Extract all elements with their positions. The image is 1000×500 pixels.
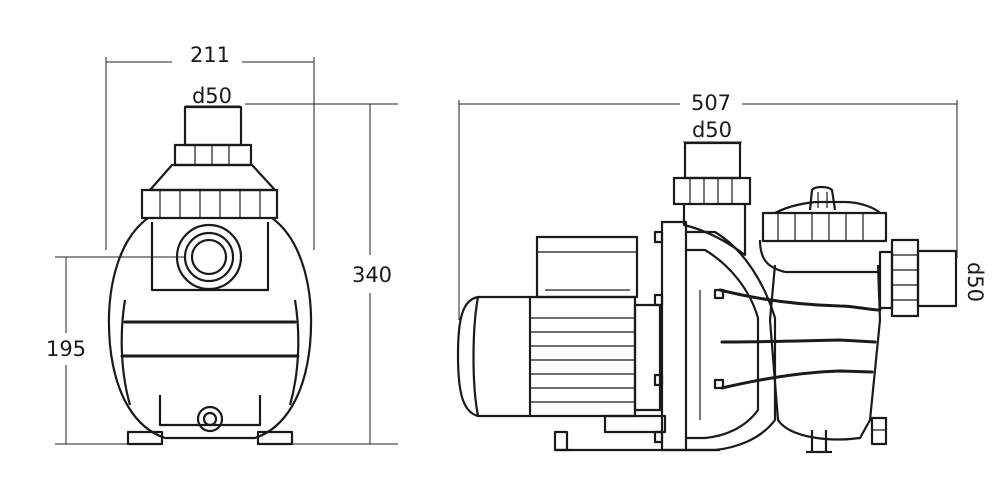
front-view: 211 d50 340 195: [46, 43, 398, 446]
front-pump-housing: [107, 217, 313, 446]
dim-front-inlet-height-label: 195: [46, 337, 86, 361]
dim-front-height: 340: [245, 103, 398, 445]
front-drain-plug: [196, 405, 224, 433]
dim-front-width-label: 211: [190, 43, 230, 67]
side-base: [553, 414, 720, 452]
dim-front-height-label: 340: [352, 263, 392, 287]
side-outlet-pipe: [672, 141, 752, 257]
front-outlet-pipe: [173, 105, 253, 167]
side-view: 507 d50 d50: [456, 91, 987, 454]
side-strainer-housing: [758, 239, 882, 441]
front-strainer-lid: [140, 163, 279, 220]
dim-front-width: 211: [105, 43, 315, 250]
side-flange: [653, 220, 688, 452]
dim-side-inlet-label: d50: [963, 262, 987, 302]
dim-front-inlet-height: 195: [46, 256, 185, 445]
dim-front-outlet-label: d50: [192, 84, 232, 108]
side-drain: [806, 416, 888, 454]
dim-side-length: 507: [458, 91, 958, 320]
side-strainer-lid: [761, 185, 888, 243]
side-terminal-box: [535, 235, 639, 299]
dim-side-outlet-label: d50: [692, 118, 732, 142]
side-ribs: [718, 288, 882, 390]
side-inlet-union: [878, 238, 958, 318]
side-motor: [456, 295, 662, 418]
front-inlet-port: [175, 223, 243, 291]
dim-side-length-label: 507: [691, 91, 731, 115]
